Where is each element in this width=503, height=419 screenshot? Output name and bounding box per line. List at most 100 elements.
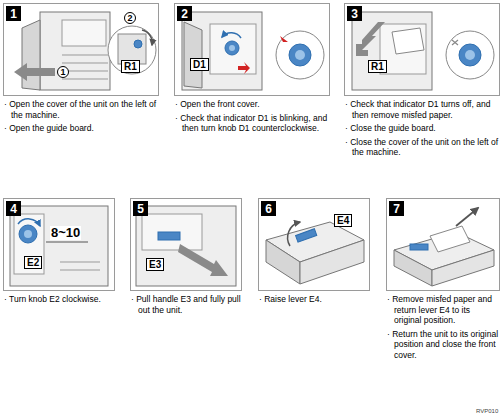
- art-shape: [289, 44, 311, 66]
- art-shape: [295, 50, 305, 60]
- art-shape: [62, 79, 108, 80]
- panel-2-art: [182, 12, 324, 90]
- step-number: 7: [389, 201, 404, 216]
- art-shape: [229, 45, 235, 51]
- art-shape: [465, 50, 475, 60]
- art-shape: [10, 206, 108, 286]
- art-shape: [356, 22, 385, 56]
- part-label: R1: [368, 60, 387, 73]
- step-number: 2: [177, 6, 192, 21]
- art-shape: [446, 31, 494, 79]
- art-shape: [62, 63, 108, 64]
- step-number: 4: [6, 201, 21, 216]
- art-shape: [60, 262, 100, 263]
- art-shape: [24, 230, 32, 238]
- panel-7-art: [394, 208, 494, 286]
- part-label: D1: [190, 58, 209, 71]
- art-shape: [108, 26, 156, 74]
- art-shape: [62, 55, 108, 56]
- art-shape: [225, 41, 239, 55]
- art-shape: [136, 206, 236, 286]
- art-shape: [134, 40, 142, 48]
- art-shape: [410, 244, 428, 250]
- step-instructions: · Raise lever E4.: [259, 294, 369, 308]
- step-panel: · Open the cover of the unit on the left…: [3, 3, 159, 96]
- step-number-text: 6: [265, 203, 272, 215]
- art-shape: [380, 24, 426, 74]
- art-shape: [210, 24, 256, 74]
- instruction-text: · Open the guide board.: [4, 123, 158, 134]
- step-panel: · Remove misfed paper and return lever E…: [386, 198, 500, 291]
- art-shape: [222, 33, 241, 38]
- step-instructions: · Check that indicator D1 turns off, and…: [345, 99, 499, 161]
- step-panel: · Open the front cover.· Check that indi…: [174, 3, 330, 96]
- panel-3-art: [352, 12, 494, 90]
- step-panel: · Check that indicator D1 turns off, and…: [344, 3, 500, 96]
- step-instructions: · Turn knob E2 clockwise.: [4, 294, 114, 308]
- art-shape: [178, 244, 228, 276]
- art-shape: [456, 208, 478, 226]
- step-instructions: · Pull handle E3 and fully pull out the …: [131, 294, 241, 318]
- step-number: 5: [133, 201, 148, 216]
- art-shape: [182, 12, 262, 90]
- art-shape: [18, 219, 40, 226]
- art-shape: [276, 31, 324, 79]
- art-shape: [266, 240, 300, 284]
- art-shape: [142, 214, 202, 250]
- part-label: R1: [121, 60, 140, 73]
- art-shape: [19, 225, 37, 243]
- art-shape: [60, 270, 100, 271]
- figure-code: RVP010: [476, 408, 498, 415]
- step-number-text: 4: [10, 203, 17, 215]
- art-shape: [300, 240, 364, 284]
- art-shape: [158, 232, 180, 240]
- instruction-text: · Check that indicator D1 is blinking, a…: [175, 113, 329, 134]
- art-shape: [430, 226, 470, 252]
- art-shape: [14, 63, 55, 81]
- art-shape: [40, 12, 110, 90]
- step-number-text: 3: [351, 8, 358, 20]
- step-number-text: 1: [10, 8, 17, 20]
- part-label: E3: [146, 258, 164, 271]
- callout-number: 1: [57, 66, 69, 78]
- step-instructions: · Remove misfed paper and return lever E…: [387, 294, 499, 363]
- art-shape: [14, 214, 44, 274]
- step-panel: · Pull handle E3 and fully pull out the …: [130, 198, 242, 291]
- art-shape: [184, 22, 202, 88]
- step-number-text: 2: [181, 8, 188, 20]
- art-shape: [432, 250, 494, 286]
- panel-6-art: [266, 222, 364, 284]
- step-instructions: · Open the front cover. · Check that indi…: [175, 99, 329, 137]
- art-shape: [142, 30, 152, 45]
- instruction-text: · Close the guide board.: [345, 123, 499, 134]
- panel-1-art: [14, 12, 156, 90]
- step-panel: · Raise lever E4.6: [258, 198, 370, 291]
- instruction-text: · Pull handle E3 and fully pull out the …: [131, 294, 241, 315]
- step-number: 1: [6, 6, 21, 21]
- instruction-text: · Check that indicator D1 turns off, and…: [345, 99, 499, 120]
- step-instructions: · Open the cover of the unit on the left…: [4, 99, 158, 137]
- art-shape: [296, 229, 317, 242]
- art-shape: [276, 36, 288, 42]
- art-shape: [352, 12, 432, 90]
- instruction-text: · Open the cover of the unit on the left…: [4, 99, 158, 120]
- step-number-text: 5: [137, 203, 144, 215]
- part-label: E4: [334, 214, 352, 227]
- instruction-text: · Close the cover of the unit on the lef…: [345, 137, 499, 158]
- panel-4-art: [10, 206, 108, 286]
- art-shape: [459, 44, 481, 66]
- art-shape: [394, 250, 432, 286]
- art-shape: [62, 20, 106, 46]
- step-number: 6: [261, 201, 276, 216]
- art-shape: [22, 20, 40, 90]
- instruction-text: · Raise lever E4.: [259, 294, 369, 305]
- art-shape: [452, 40, 458, 45]
- step-number: 3: [347, 6, 362, 21]
- instruction-text: · Open the front cover.: [175, 99, 329, 110]
- art-shape: [46, 242, 88, 243]
- art-shape: [288, 222, 300, 246]
- instruction-text: · Return the unit to its original positi…: [387, 329, 499, 361]
